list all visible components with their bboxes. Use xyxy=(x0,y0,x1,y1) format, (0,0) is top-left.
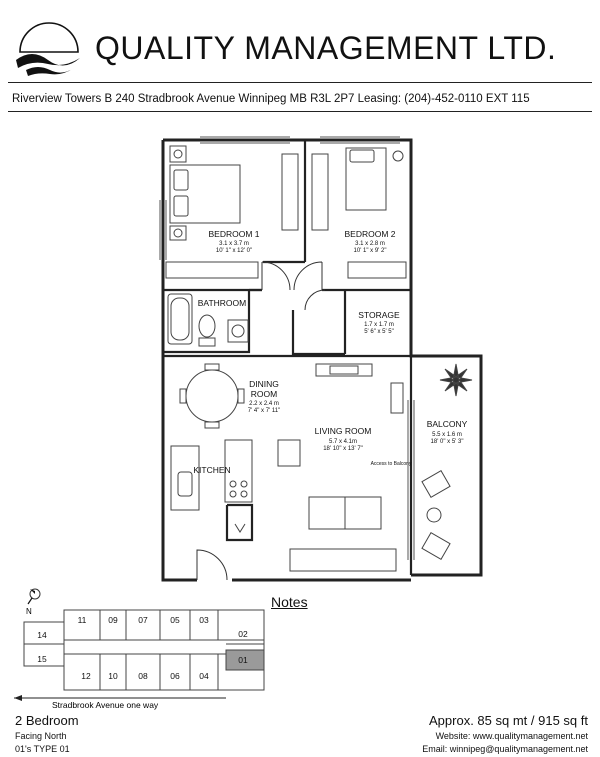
header-rule-bottom xyxy=(8,111,592,112)
dining-metric: 2.2 x 2.4 m xyxy=(249,401,279,407)
unit-03: 03 xyxy=(199,615,209,625)
unit-01: 01 xyxy=(238,655,248,665)
balcony-imperial: 18' 0" x 5' 3" xyxy=(431,439,464,445)
unit-10: 10 xyxy=(108,671,118,681)
storage-metric: 1.7 x 1.7 m xyxy=(364,322,394,328)
bedroom2-label: BEDROOM 2 xyxy=(344,229,395,239)
bedroom1-label: BEDROOM 1 xyxy=(208,229,259,239)
storage-label: STORAGE xyxy=(358,310,400,320)
dining-imperial: 7' 4" x 7' 11" xyxy=(248,408,280,414)
unit-15: 15 xyxy=(37,654,47,664)
highlighted-unit-shade xyxy=(225,649,265,671)
unit-14: 14 xyxy=(37,630,47,640)
floor-plan: BEDROOM 1 3.1 x 3.7 m 10' 1" x 12' 0" BE… xyxy=(159,136,483,582)
company-logo xyxy=(16,22,80,76)
unit-type: 01's TYPE 01 xyxy=(15,744,70,754)
exterior-walls xyxy=(161,138,483,582)
storage-imperial: 5' 6" x 5' 5" xyxy=(364,329,394,335)
door-swings xyxy=(196,261,326,581)
unit-07: 07 xyxy=(138,615,148,625)
balcony-label: BALCONY xyxy=(427,419,468,429)
bedroom-count: 2 Bedroom xyxy=(15,713,79,728)
bedroom1-imperial: 10' 1" x 12' 0" xyxy=(216,248,252,254)
living-metric: 5.7 x 4.1m xyxy=(329,439,357,445)
address-line: Riverview Towers B 240 Stradbrook Avenue… xyxy=(12,93,530,105)
bathroom-label: BATHROOM xyxy=(198,298,246,308)
bedroom2-imperial: 10' 1" x 9' 2" xyxy=(354,248,387,254)
email-text: Email: winnipeg@qualitymanagement.net xyxy=(422,744,588,754)
north-arrow: N xyxy=(26,588,41,616)
bathroom-fixtures xyxy=(167,293,249,347)
bedroom1-furniture xyxy=(165,145,299,279)
unit-05: 05 xyxy=(170,615,180,625)
living-label: LIVING ROOM xyxy=(315,426,372,436)
balcony-metric: 5.5 x 1.6 m xyxy=(432,432,462,438)
dining-label-1: DINING xyxy=(249,379,279,389)
dining-label-2: ROOM xyxy=(251,389,277,399)
street-label: Stradbrook Avenue one way xyxy=(52,700,159,710)
unit-08: 08 xyxy=(138,671,148,681)
interior-walls xyxy=(163,140,413,575)
living-imperial: 18' 10" x 13' 7" xyxy=(323,446,363,452)
unit-11: 11 xyxy=(78,615,87,625)
kitchen-label: KITCHEN xyxy=(193,465,230,475)
unit-09: 09 xyxy=(108,615,118,625)
bedroom1-metric: 3.1 x 3.7 m xyxy=(219,241,249,247)
area-text: Approx. 85 sq mt / 915 sq ft xyxy=(429,713,588,728)
unit-04: 04 xyxy=(199,671,209,681)
company-name: QUALITY MANAGEMENT LTD. xyxy=(95,30,557,66)
header-rule-top xyxy=(8,82,592,83)
unit-06: 06 xyxy=(170,671,180,681)
windows xyxy=(159,136,415,560)
website-text: Website: www.qualitymanagement.net xyxy=(435,731,588,741)
dining-kitchen-furniture xyxy=(170,363,253,533)
balcony-furniture xyxy=(421,363,473,560)
key-plan: N 11 09 07 05 03 12 10 08 06 04 14 15 02… xyxy=(14,588,265,710)
north-label: N xyxy=(26,607,32,616)
unit-02: 02 xyxy=(238,629,248,639)
unit-12: 12 xyxy=(81,671,91,681)
balcony-access-label: Access to Balcony xyxy=(371,461,412,467)
living-furniture xyxy=(277,363,404,572)
facing-direction: Facing North xyxy=(15,731,67,741)
bedroom2-metric: 3.1 x 2.8 m xyxy=(355,241,385,247)
bedroom2-furniture xyxy=(311,147,407,279)
notes-label: Notes xyxy=(271,594,308,610)
